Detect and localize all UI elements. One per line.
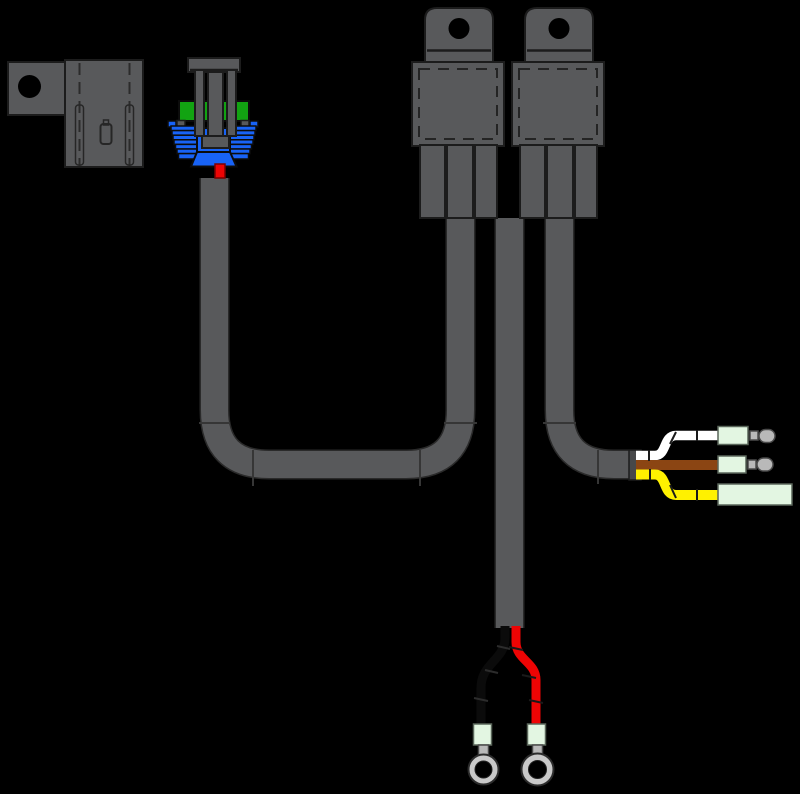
red-lead-stub <box>214 163 226 179</box>
right-breakout-wires <box>636 430 718 501</box>
relay-cover-seam <box>418 68 498 140</box>
white-wire <box>636 430 718 461</box>
brown-wire-bullet-terminal <box>717 455 774 474</box>
relay-cover-seam <box>518 68 598 140</box>
plug-section-3 <box>574 144 598 219</box>
red-wire-ring-terminal <box>520 723 555 787</box>
terminal-slot-left <box>74 104 85 166</box>
ring-hole <box>528 760 547 779</box>
relay-body <box>411 61 505 147</box>
relay-1 <box>411 7 505 219</box>
black-wire <box>476 626 510 725</box>
black-wire-ring-terminal <box>467 723 500 786</box>
center-column <box>207 71 224 139</box>
bulb-socket-connector <box>167 57 259 179</box>
yellow-wire-receptacle-terminal <box>717 483 793 506</box>
connector-body <box>64 59 144 168</box>
flat-tab-connector <box>7 59 144 168</box>
center-keyway <box>99 123 113 145</box>
terminal-sleeve <box>717 455 747 474</box>
plug-section-3 <box>474 144 498 219</box>
ring-hole <box>474 760 493 779</box>
loom-joint-ticks <box>199 422 599 486</box>
bullet-tip <box>756 457 774 472</box>
plug-section-1 <box>419 144 446 219</box>
yellow-wire <box>636 469 718 500</box>
terminal-neck <box>749 430 759 441</box>
relay-body <box>511 61 605 147</box>
mounting-hole <box>448 18 470 39</box>
plug-section-2 <box>446 144 474 219</box>
crimp-sleeve <box>526 723 547 746</box>
terminal-sleeve <box>717 425 749 446</box>
terminal-neck <box>747 459 757 470</box>
terminal-slot-right <box>124 104 135 166</box>
mounting-hole <box>548 18 570 39</box>
white-wire-bullet-terminal <box>717 425 776 446</box>
boot-fins-left <box>170 125 198 160</box>
mounting-hole <box>18 75 41 98</box>
rail-left <box>194 69 205 137</box>
relay-2 <box>511 7 605 219</box>
column-foot <box>201 135 230 149</box>
crimp-sleeve <box>472 723 493 746</box>
bullet-tip <box>758 428 776 444</box>
terminal-sleeve <box>717 483 793 506</box>
rail-right <box>226 69 237 137</box>
boot-base <box>189 151 239 168</box>
loom-right-run <box>544 218 642 481</box>
red-wire <box>511 626 541 725</box>
loom-u-run <box>199 178 476 480</box>
plug-section-2 <box>546 144 574 219</box>
bottom-breakout-wires <box>473 626 544 725</box>
plug-section-1 <box>519 144 546 219</box>
